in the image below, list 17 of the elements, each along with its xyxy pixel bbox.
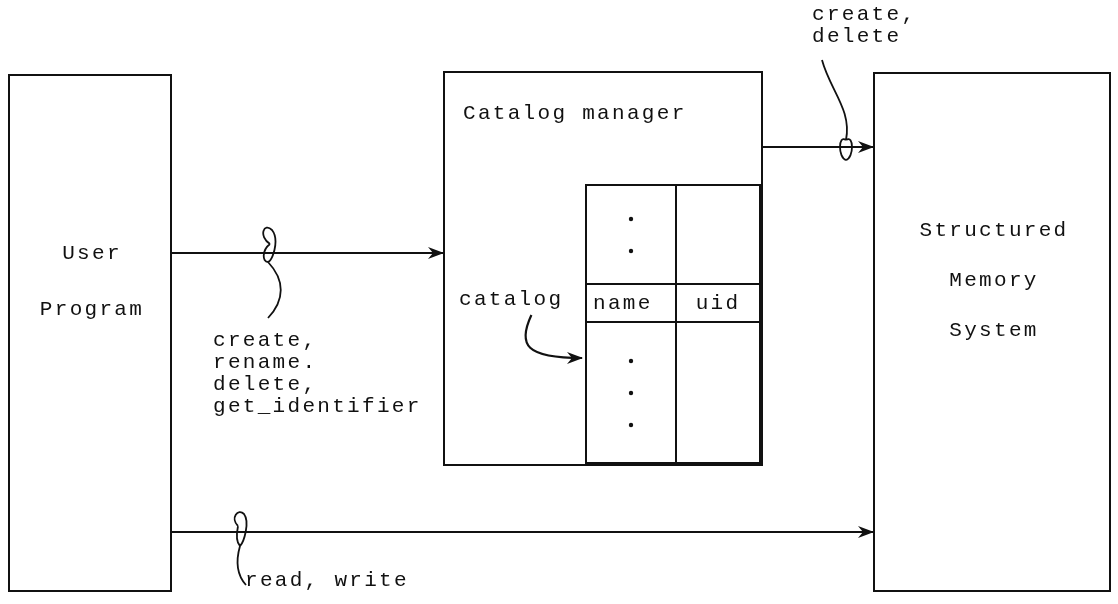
process-box bbox=[443, 71, 763, 466]
table-cell: name bbox=[587, 285, 675, 321]
catalog-label: catalog bbox=[459, 285, 579, 315]
arrow bbox=[763, 141, 874, 153]
arrow bbox=[172, 247, 444, 259]
catalog-table bbox=[585, 184, 761, 464]
table-cell: uid bbox=[677, 285, 759, 321]
process-box bbox=[873, 72, 1111, 592]
leader-line bbox=[524, 314, 583, 364]
arrow bbox=[172, 526, 874, 538]
box-title: Structured Memory System bbox=[918, 218, 1070, 344]
edge-label: create, delete bbox=[812, 4, 918, 48]
process-box bbox=[8, 74, 172, 592]
edge-label: read, write bbox=[245, 570, 410, 592]
box-title: User Program bbox=[38, 241, 146, 323]
box-title: Catalog manager bbox=[463, 101, 688, 127]
edge-label: create, rename. delete, get_identifier bbox=[213, 330, 423, 418]
